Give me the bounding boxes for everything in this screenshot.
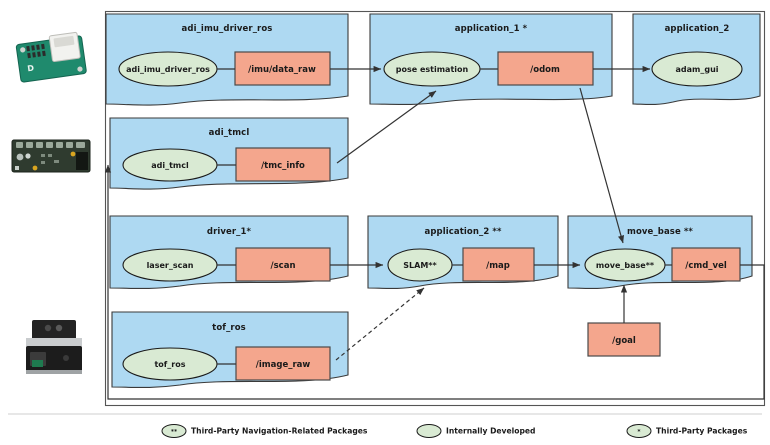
topic-odom[interactable]: [497, 51, 594, 86]
node-label: adi_imu_driver_ros: [126, 65, 210, 74]
topic-label: /odom: [530, 65, 560, 75]
ellipse-icon: [416, 424, 442, 438]
node-label: adam_gui: [675, 65, 718, 74]
topic-tmc-info[interactable]: [235, 147, 331, 182]
motor-driver-board-photo: [8, 130, 94, 182]
edge-cmd_vel-feedback-loop: [104, 164, 765, 400]
topic-label: /tmc_info: [261, 161, 305, 171]
node-label: tof_ros: [154, 360, 185, 369]
topic-label: /cmd_vel: [685, 261, 727, 271]
legend-marker: **: [171, 429, 178, 436]
panel-title: tof_ros: [212, 323, 246, 333]
panel-adi_imu_driver_ros: adi_imu_driver_ros adi_imu_driver_ros /i…: [105, 13, 349, 106]
panel-application_1: application_1 * pose estimation /odom: [369, 13, 613, 106]
panel-title: adi_tmcl: [209, 128, 250, 138]
legend-label: Third-Party Navigation-Related Packages: [191, 427, 368, 436]
panel-application_2-top: application_2 adam_gui: [632, 13, 761, 106]
feedback-frame: [104, 10, 766, 407]
legend-marker: *: [637, 429, 641, 436]
legend-item-2: * Third-Party Packages: [626, 424, 748, 438]
panel-move_base: move_base ** move_base** /cmd_vel: [567, 215, 753, 290]
legend-label: Internally Developed: [446, 427, 535, 436]
edge-image_raw-to-slam: [335, 287, 425, 361]
svg-text:D: D: [27, 63, 35, 73]
topic-label: /imu/data_raw: [248, 65, 316, 75]
topic-label: /image_raw: [256, 360, 311, 370]
panel-tof_ros: tof_ros tof_ros /image_raw: [111, 311, 349, 389]
panel-title: driver_1*: [207, 227, 252, 237]
imu-board-photo: D: [8, 26, 94, 88]
edge-tmc-info-to-pose-estimation: [336, 90, 437, 164]
tof-camera-photo: [14, 312, 94, 384]
node-label: pose estimation: [396, 65, 469, 74]
legend-item-1: Internally Developed: [416, 424, 535, 438]
panel-application_2-slam: application_2 ** SLAM** /map: [367, 215, 559, 290]
topic-label: /map: [486, 261, 510, 271]
topic-label: /goal: [612, 336, 636, 346]
ellipse-icon: [626, 424, 652, 438]
panel-adi_tmcl: adi_tmcl adi_tmcl /tmc_info: [109, 117, 349, 190]
topic-cmd-vel[interactable]: [671, 247, 741, 282]
node-label: adi_tmcl: [151, 161, 189, 170]
panel-title: application_2 **: [425, 227, 502, 237]
legend-item-0: ** Third-Party Navigation-Related Packag…: [161, 424, 368, 438]
node-label: move_base**: [596, 261, 655, 270]
topic-label: /scan: [271, 261, 296, 271]
panel-title: application_2: [665, 24, 730, 34]
ellipse-icon: [161, 424, 187, 438]
panel-title: application_1 *: [455, 24, 528, 34]
legend-label: Third-Party Packages: [656, 427, 748, 436]
edge-odom-to-move_base: [579, 87, 625, 244]
panel-title: move_base **: [627, 227, 693, 237]
node-label: SLAM**: [403, 261, 437, 270]
topic-image-raw[interactable]: [235, 346, 331, 381]
node-label: laser_scan: [147, 261, 194, 270]
panel-title: adi_imu_driver_ros: [182, 24, 273, 34]
panel-driver_1: driver_1* laser_scan /scan: [109, 215, 349, 290]
topic-scan[interactable]: [235, 247, 331, 282]
node-adam_gui[interactable]: [651, 51, 743, 87]
topic-goal[interactable]: [587, 322, 661, 357]
